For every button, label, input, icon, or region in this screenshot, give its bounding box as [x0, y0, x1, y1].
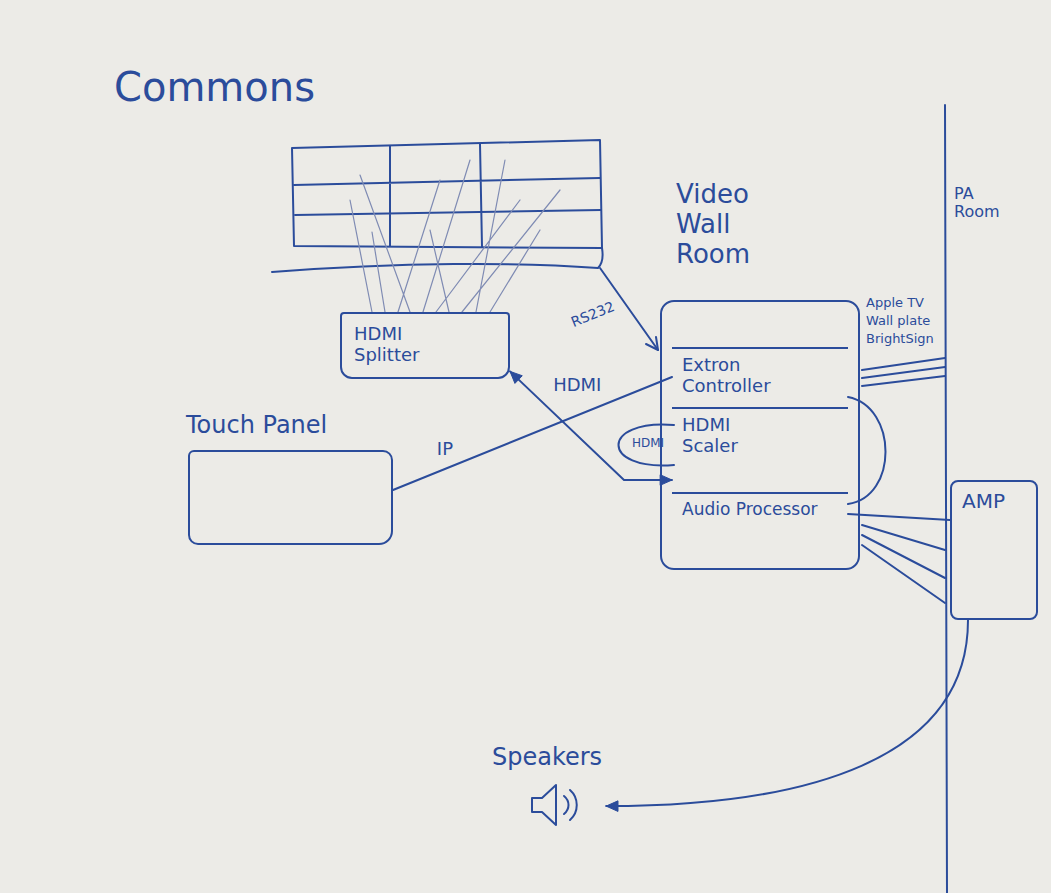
hdmi-loop-wire — [619, 425, 675, 466]
speaker-node: Speakers — [488, 742, 606, 834]
audio-output-wires — [862, 525, 945, 603]
connector-line — [848, 514, 950, 520]
rs232-arrowhead — [646, 337, 658, 350]
connector-line — [606, 620, 968, 806]
connector-line — [510, 371, 672, 480]
connector — [510, 371, 672, 485]
touch-panel-box: Touch Panel — [188, 450, 393, 545]
arrowhead — [606, 801, 618, 812]
splitter-box: HDMI Splitter — [340, 312, 510, 379]
connector — [848, 514, 950, 520]
board-note: Wall plate — [864, 314, 932, 329]
board-note: RS232 — [567, 297, 619, 330]
connector-line — [848, 397, 886, 504]
box-label: Audio Processor — [682, 500, 838, 520]
splitter-output-wires — [350, 160, 560, 312]
amp-box: AMP — [950, 480, 1038, 620]
board-note: Apple TV — [864, 296, 926, 311]
connector — [606, 620, 968, 811]
rack-box: Video Wall RoomExtron ControllerHDMI Sca… — [660, 300, 860, 570]
connector-label: IP — [435, 439, 455, 460]
box-label: HDMI Scaler — [682, 415, 772, 456]
speaker-symbol — [522, 778, 586, 832]
audio-processor-section: Audio Processor — [672, 492, 848, 560]
board-note: BrightSign — [864, 332, 936, 347]
connector-label: HDMI — [551, 375, 603, 396]
box-label: Speakers — [492, 744, 602, 772]
connector — [848, 397, 886, 504]
pa-room-wall — [945, 105, 947, 893]
controller-section: Extron Controller — [672, 347, 848, 407]
board-note: PA Room — [952, 185, 1006, 222]
arrowhead — [510, 371, 522, 383]
board-note: HDMI — [630, 437, 666, 451]
video-wall-outline — [292, 140, 602, 248]
box-label: Extron Controller — [682, 355, 807, 396]
box-label: HDMI Splitter — [354, 324, 464, 365]
box-label: AMP — [962, 490, 1026, 513]
speaker-waves — [564, 790, 577, 820]
scaler-section: HDMI Scaler — [672, 407, 848, 492]
speaker-cone — [532, 785, 556, 825]
source-wires — [862, 358, 945, 386]
board-title: Commons — [112, 64, 317, 110]
box-heading: Touch Panel — [186, 412, 386, 440]
box-heading: Video Wall Room — [676, 180, 776, 270]
